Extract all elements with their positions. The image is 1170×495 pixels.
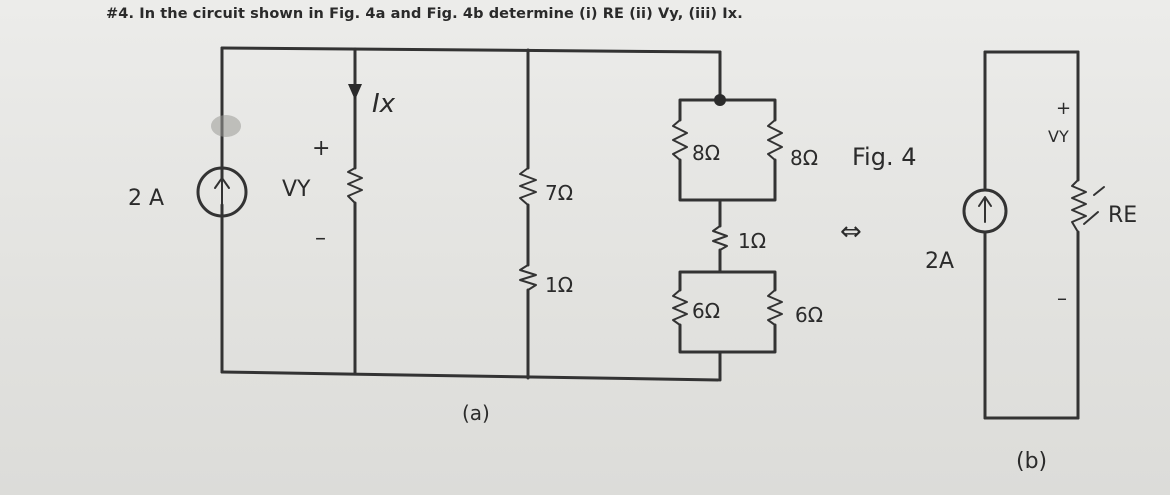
source-circle bbox=[196, 166, 248, 218]
vy-minus-b: – bbox=[1057, 286, 1067, 310]
resistor-1-ohm-left bbox=[519, 264, 537, 291]
source-label-a: 2 A bbox=[128, 186, 164, 211]
vy-plus-b: + bbox=[1056, 98, 1071, 119]
label-6-ohm-right: 6Ω bbox=[795, 303, 823, 327]
parallel-8-bottom bbox=[678, 158, 777, 202]
re-label: RE bbox=[1108, 203, 1137, 228]
resistor-8-ohm-left bbox=[672, 119, 688, 161]
problem-statement: #4. In the circuit shown in Fig. 4a and … bbox=[106, 6, 743, 22]
vy-resistor bbox=[347, 167, 363, 204]
resistor-7-ohm bbox=[519, 167, 537, 206]
vy-label: VY bbox=[282, 177, 311, 202]
fig-a-wires bbox=[220, 46, 777, 382]
resistor-1-ohm-mid bbox=[712, 225, 728, 251]
vy-label-b: VY bbox=[1048, 127, 1069, 146]
fig-b bbox=[962, 50, 1105, 420]
source-label-b: 2A bbox=[925, 249, 954, 274]
parallel-8-top bbox=[678, 98, 777, 122]
equivalence-icon: ⇔ bbox=[840, 217, 862, 247]
ix-arrow-icon bbox=[348, 84, 362, 100]
label-8-ohm-right: 8Ω bbox=[790, 146, 818, 170]
up-arrow-b-icon bbox=[978, 196, 992, 223]
parallel-6-top bbox=[678, 270, 777, 292]
label-6-ohm-left: 6Ω bbox=[692, 299, 720, 323]
up-arrow-icon bbox=[214, 177, 230, 206]
label-1-ohm-left: 1Ω bbox=[545, 273, 573, 297]
node-dot bbox=[714, 94, 726, 106]
caption-a: (a) bbox=[462, 401, 490, 425]
label-8-ohm-left: 8Ω bbox=[692, 141, 720, 165]
vy-minus: – bbox=[315, 226, 326, 251]
label-7-ohm: 7Ω bbox=[545, 181, 573, 205]
bottom-rail bbox=[220, 370, 720, 382]
label-1-ohm-mid: 1Ω bbox=[738, 229, 766, 253]
parallel-6-bottom bbox=[678, 323, 777, 354]
re-hatch bbox=[1083, 186, 1105, 225]
current-source-b bbox=[962, 188, 1008, 234]
fig-label: Fig. 4 bbox=[852, 143, 917, 171]
resistor-8-ohm-right bbox=[767, 119, 783, 161]
ix-label: Ix bbox=[372, 89, 396, 119]
ink-smudge bbox=[211, 115, 241, 137]
top-rail bbox=[220, 46, 722, 54]
vy-plus: + bbox=[312, 136, 330, 161]
current-source-a bbox=[196, 115, 248, 218]
resistor-re bbox=[1071, 179, 1087, 233]
caption-b: (b) bbox=[1016, 449, 1047, 474]
resistor-6-ohm-left bbox=[672, 289, 688, 326]
resistor-6-ohm-right bbox=[767, 289, 783, 326]
